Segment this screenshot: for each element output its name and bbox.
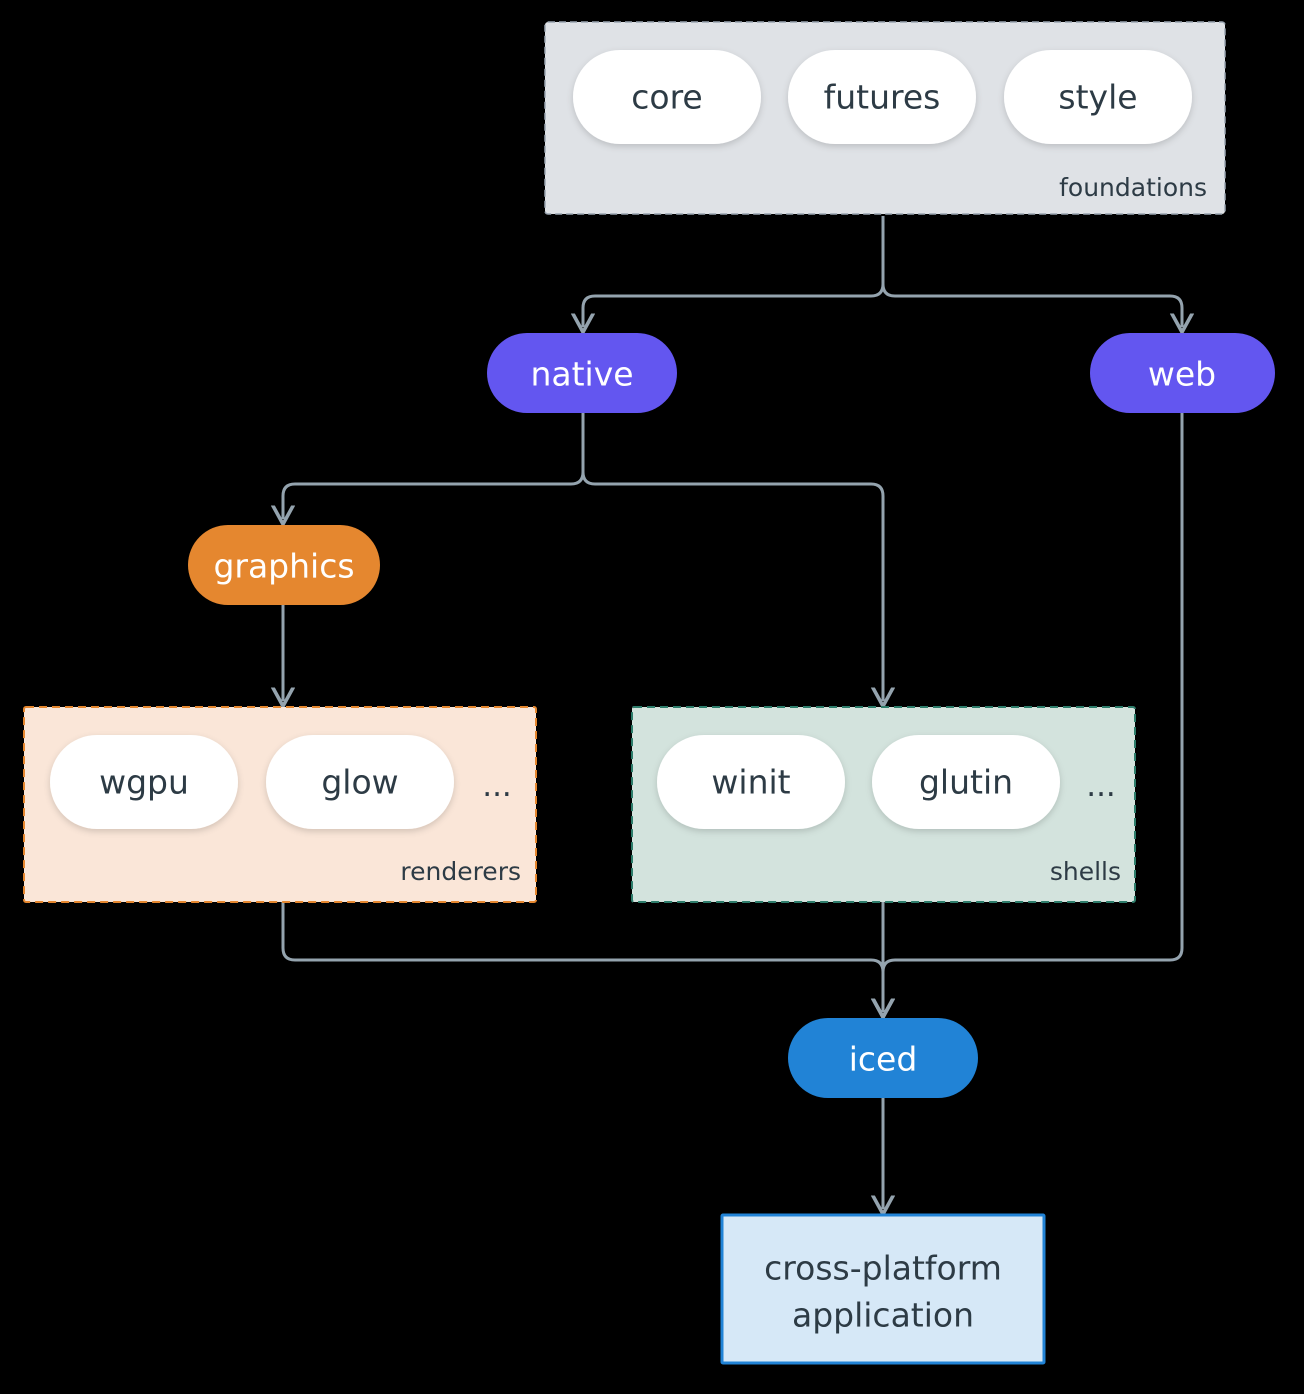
iced-pill[interactable]: [788, 1018, 978, 1098]
cluster-member-winit[interactable]: winit: [657, 735, 845, 829]
edge-foundations-to-native: [583, 283, 885, 327]
glutin-pill[interactable]: [872, 735, 1060, 829]
glow-pill[interactable]: [266, 735, 454, 829]
node-graphics[interactable]: graphics: [188, 525, 380, 605]
cluster-member-glow[interactable]: glow: [266, 735, 454, 829]
node-application[interactable]: cross-platform application: [720, 1213, 1046, 1365]
cluster-shells: winit glutin ... shells: [631, 706, 1136, 903]
native-pill[interactable]: [487, 333, 677, 413]
web-pill[interactable]: [1090, 333, 1275, 413]
node-web[interactable]: web: [1090, 333, 1275, 413]
cluster-member-glutin[interactable]: glutin: [872, 735, 1060, 829]
edge-native-to-graphics: [283, 471, 585, 519]
winit-pill[interactable]: [657, 735, 845, 829]
wgpu-pill[interactable]: [50, 735, 238, 829]
graphics-pill[interactable]: [188, 525, 380, 605]
cluster-renderers: wgpu glow ... renderers: [23, 706, 537, 903]
node-native[interactable]: native: [487, 333, 677, 413]
edge-native-to-shells: [581, 471, 883, 701]
edge-foundations-to-web: [881, 283, 1182, 327]
cluster-member-style[interactable]: style: [1004, 50, 1192, 144]
cluster-member-wgpu[interactable]: wgpu: [50, 735, 238, 829]
futures-pill[interactable]: [788, 50, 976, 144]
style-pill[interactable]: [1004, 50, 1192, 144]
edge-web-to-iced: [883, 413, 1184, 1012]
cluster-member-futures[interactable]: futures: [788, 50, 976, 144]
cluster-member-core[interactable]: core: [573, 50, 761, 144]
cluster-foundations: core futures style foundations: [544, 21, 1226, 215]
core-pill[interactable]: [573, 50, 761, 144]
node-iced[interactable]: iced: [788, 1018, 978, 1098]
application-box[interactable]: [720, 1213, 1046, 1365]
